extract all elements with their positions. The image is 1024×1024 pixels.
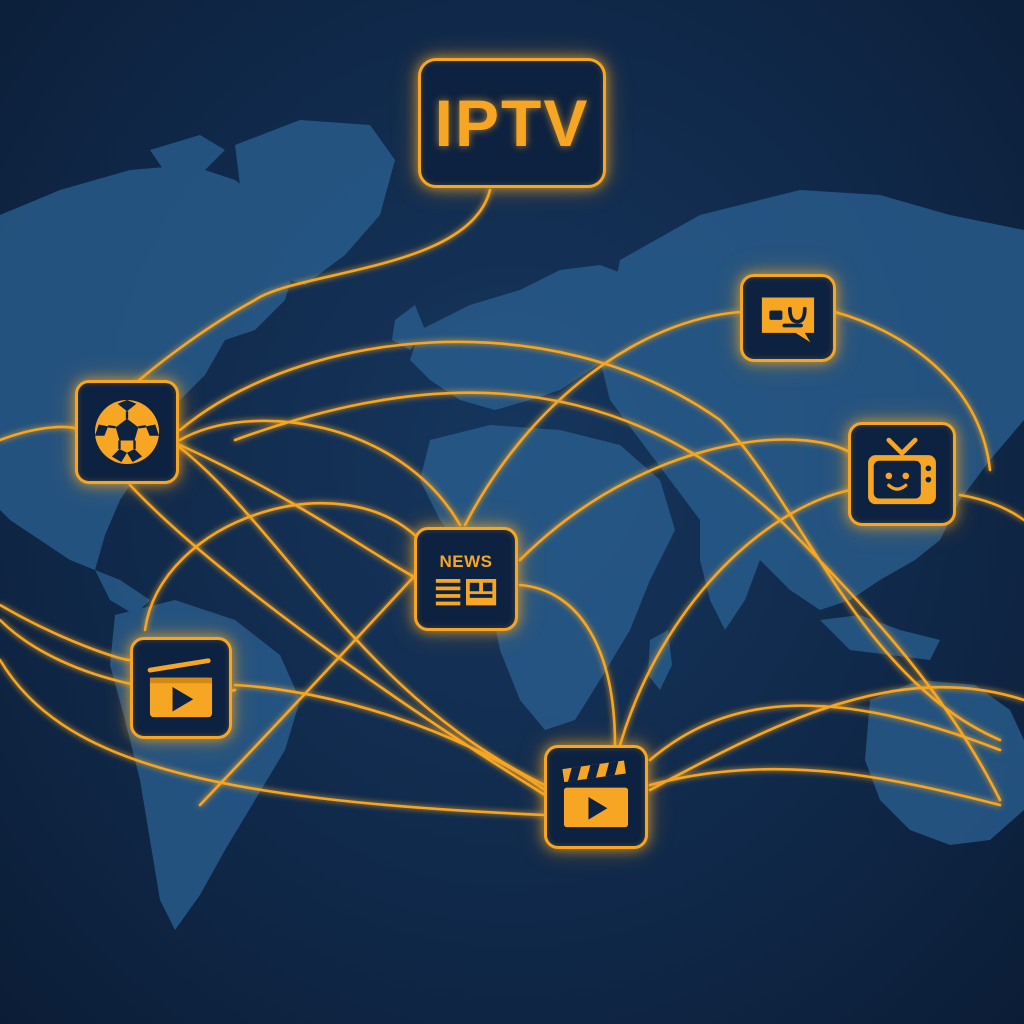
- video-channel-node: [130, 637, 232, 739]
- alaska-landmass: [0, 245, 60, 310]
- news-channel-node: NEWS: [414, 527, 518, 631]
- madagascar-landmass: [648, 630, 672, 690]
- africa-landmass: [420, 425, 675, 730]
- iptv-logo-text: IPTV: [434, 86, 590, 160]
- europe-landmass: [410, 265, 650, 410]
- southeast-asia-islands-landmass: [820, 615, 940, 660]
- australia-landmass: [865, 680, 1024, 845]
- soccer-ball-icon: [94, 399, 160, 465]
- newspaper-icon: [435, 579, 497, 606]
- chat-channel-node: [740, 274, 836, 362]
- chat-bubble-icon: [761, 297, 815, 343]
- uk-landmass: [392, 305, 425, 350]
- kids-channel-node: [848, 422, 956, 526]
- video-player-icon: [147, 658, 213, 718]
- sports-channel-node: [75, 380, 179, 484]
- iptv-logo-box: IPTV: [418, 58, 606, 188]
- arctic-islands-landmass: [150, 135, 225, 172]
- news-label: NEWS: [439, 552, 493, 571]
- clapperboard-icon: [562, 760, 629, 828]
- retro-tv-icon: [868, 437, 936, 505]
- movies-channel-node: [544, 745, 648, 849]
- central-america-landmass: [95, 570, 150, 615]
- greenland-landmass: [235, 120, 395, 285]
